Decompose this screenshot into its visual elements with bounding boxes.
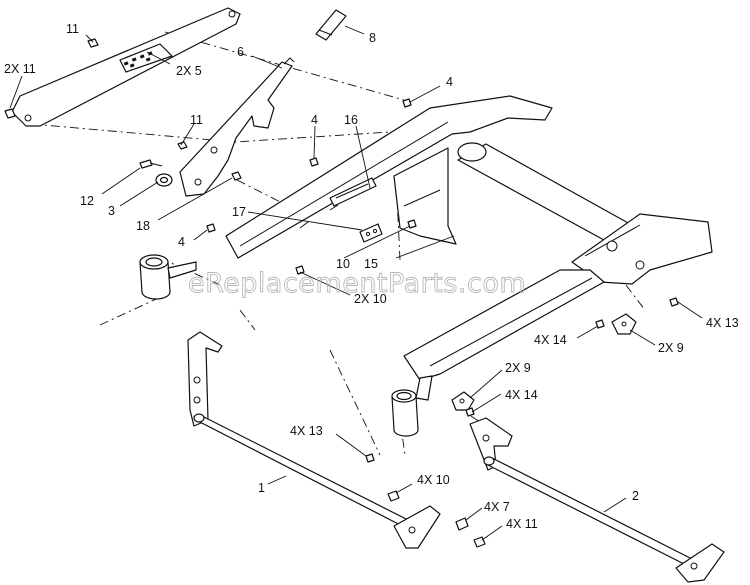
part-1-lever-plate bbox=[187, 331, 223, 427]
left-socket-tube bbox=[139, 254, 197, 300]
callout-3: 3 bbox=[108, 204, 115, 218]
callout-4x14-lower: 4X 14 bbox=[505, 388, 538, 402]
callout-2x9-lower: 2X 9 bbox=[505, 361, 531, 375]
callout-4-top: 4 bbox=[446, 75, 453, 89]
centerline-rod-1 bbox=[239, 309, 256, 331]
callout-4x13-left: 4X 13 bbox=[290, 424, 323, 438]
part-8-sleeve bbox=[315, 9, 347, 41]
part-17-plate bbox=[359, 223, 383, 243]
callout-2x9-right: 2X 9 bbox=[658, 341, 684, 355]
part-3-bushing bbox=[155, 173, 173, 187]
part-12-bolt bbox=[139, 159, 163, 169]
callout-12: 12 bbox=[80, 194, 94, 208]
leader-lines bbox=[9, 25, 703, 541]
hardware-11-top bbox=[87, 38, 99, 48]
part-2-rod bbox=[485, 457, 699, 569]
callout-4-low: 4 bbox=[178, 235, 185, 249]
centerline-left-tube bbox=[99, 294, 166, 326]
spacer-4x7 bbox=[455, 517, 469, 531]
callout-11-mid: 11 bbox=[190, 113, 203, 127]
hardware-2x11-left bbox=[4, 108, 16, 119]
callout-4x14-right: 4X 14 bbox=[534, 333, 567, 347]
bracket-2x9-lower bbox=[451, 391, 475, 411]
fasteners bbox=[206, 98, 679, 548]
centerline-rod-2 bbox=[329, 349, 381, 456]
part-1-end-plate bbox=[393, 505, 441, 549]
hardware-18 bbox=[231, 171, 242, 181]
part-1-lever-rod bbox=[187, 331, 441, 549]
bolt-2x10 bbox=[295, 265, 305, 275]
callout-2x5: 2X 5 bbox=[176, 64, 202, 78]
part-6-pivot-arm bbox=[179, 57, 295, 197]
callout-4x13-right: 4X 13 bbox=[706, 316, 739, 330]
nut-4-top bbox=[402, 98, 412, 108]
nut-4-low bbox=[206, 223, 216, 233]
callout-8: 8 bbox=[369, 31, 376, 45]
nut-4-mid bbox=[309, 157, 319, 167]
part-5-upper-arm bbox=[11, 7, 241, 127]
part-2-lever-plate bbox=[469, 417, 513, 471]
part-2-lever-rod bbox=[469, 417, 725, 583]
nut-4x14-lower bbox=[465, 407, 475, 417]
frame-rear-crosstube bbox=[457, 143, 631, 241]
watermark-text: eReplacementParts.com bbox=[188, 268, 526, 299]
arm-slot-holes bbox=[123, 51, 153, 68]
callout-6: 6 bbox=[237, 45, 244, 59]
callout-15: 15 bbox=[364, 257, 378, 271]
callout-16: 16 bbox=[344, 113, 358, 127]
bracket-2x9-right bbox=[611, 313, 637, 335]
assembly-centerlines bbox=[31, 31, 646, 456]
callout-11-top: 11 bbox=[66, 22, 79, 36]
bolt-4x10 bbox=[387, 490, 400, 502]
callout-2x10: 2X 10 bbox=[354, 292, 387, 306]
callout-2x11: 2X 11 bbox=[4, 62, 36, 76]
nut-4x11 bbox=[473, 536, 486, 548]
callout-10: 10 bbox=[336, 257, 350, 271]
callout-2: 2 bbox=[632, 489, 639, 503]
main-frame bbox=[139, 95, 713, 437]
front-socket-tube bbox=[391, 375, 433, 437]
callout-1: 1 bbox=[258, 481, 265, 495]
frame-right-rail bbox=[571, 213, 713, 285]
bolt-4x13-right bbox=[669, 297, 679, 307]
callout-18: 18 bbox=[136, 219, 150, 233]
callout-17: 17 bbox=[232, 205, 246, 219]
centerline-right bbox=[602, 254, 646, 311]
callout-4x10: 4X 10 bbox=[417, 473, 450, 487]
part-2-end-plate bbox=[675, 543, 725, 583]
callout-labels: 11 2X 11 2X 5 6 8 4 11 4 16 12 3 18 17 4… bbox=[4, 22, 739, 531]
centerline-top bbox=[164, 31, 405, 101]
callout-4x7: 4X 7 bbox=[484, 500, 510, 514]
bolt-4x13-left bbox=[365, 453, 375, 463]
callout-4-mid: 4 bbox=[311, 113, 318, 127]
frame-inner-bracket bbox=[393, 147, 457, 245]
callout-4x11: 4X 11 bbox=[506, 517, 538, 531]
